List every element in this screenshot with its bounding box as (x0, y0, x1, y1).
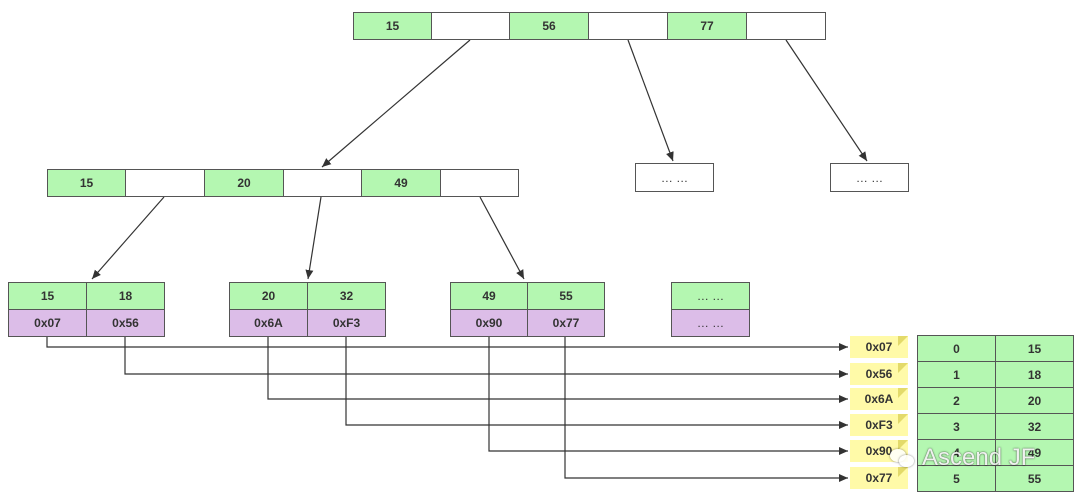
table-row-value: 15 (995, 335, 1074, 362)
leaf-address: 0x6A (229, 309, 308, 337)
table-row-value: 55 (995, 465, 1074, 492)
internal-key: 49 (361, 169, 441, 197)
table-row-value: 20 (995, 387, 1074, 414)
internal-key: 20 (204, 169, 284, 197)
address-label: 0xF3 (850, 414, 908, 436)
table-row-value: 18 (995, 361, 1074, 388)
pointer-line-0x07 (46, 337, 848, 351)
pointer-line-0xF3 (345, 337, 848, 429)
root-to-internal-arrow (321, 39, 471, 168)
root-key: 77 (667, 12, 747, 40)
address-label: 0x07 (850, 336, 908, 358)
leaf-key: 32 (307, 282, 386, 310)
leaf-address: … … (671, 309, 750, 337)
internal-pointer (125, 169, 205, 197)
table-row-value: 49 (995, 439, 1074, 466)
address-label: 0x56 (850, 363, 908, 385)
internal-pointer (283, 169, 362, 197)
leaf-key: 15 (8, 282, 87, 310)
leaf-address: 0x77 (527, 309, 605, 337)
address-label: 0x77 (850, 467, 908, 489)
leaf-key: 18 (86, 282, 165, 310)
watermark-text: Ascend JF (922, 444, 1036, 471)
table-row-id: 1 (917, 361, 996, 388)
root-pointer (746, 12, 826, 40)
table-row-id: 3 (917, 413, 996, 440)
watermark: Ascend JF (890, 444, 1035, 472)
leaf-key: … … (671, 282, 750, 310)
table-row-id: 4 (917, 439, 996, 466)
internal-pointer (440, 169, 519, 197)
leaf-key: 55 (527, 282, 605, 310)
leaf-address: 0x56 (86, 309, 165, 337)
leaf-key: 49 (450, 282, 528, 310)
leaf-address: 0xF3 (307, 309, 386, 337)
root-pointer (588, 12, 668, 40)
internal-to-leaf1-arrow (91, 196, 165, 280)
root-key: 15 (353, 12, 432, 40)
internal-to-leaf3-arrow (479, 196, 525, 280)
table-row-id: 0 (917, 335, 996, 362)
pointer-line-0x6A (267, 337, 848, 403)
leaf-address: 0x90 (450, 309, 528, 337)
pointer-line-0x77 (564, 337, 848, 482)
table-row-value: 32 (995, 413, 1074, 440)
placeholder-node: … … (830, 163, 909, 192)
root-key: 56 (509, 12, 589, 40)
root-to-placeholder1-arrow (627, 39, 674, 162)
placeholder-node: … … (635, 163, 714, 192)
table-row-id: 5 (917, 465, 996, 492)
address-label: 0x6A (850, 388, 908, 410)
table-row-id: 2 (917, 387, 996, 414)
internal-to-leaf2-arrow (305, 196, 322, 280)
leaf-address: 0x07 (8, 309, 87, 337)
wechat-icon (890, 447, 916, 469)
internal-key: 15 (47, 169, 126, 197)
root-to-placeholder2-arrow (785, 39, 868, 162)
pointer-line-0x90 (488, 337, 848, 455)
root-pointer (431, 12, 510, 40)
leaf-key: 20 (229, 282, 308, 310)
pointer-line-0x56 (124, 337, 848, 378)
